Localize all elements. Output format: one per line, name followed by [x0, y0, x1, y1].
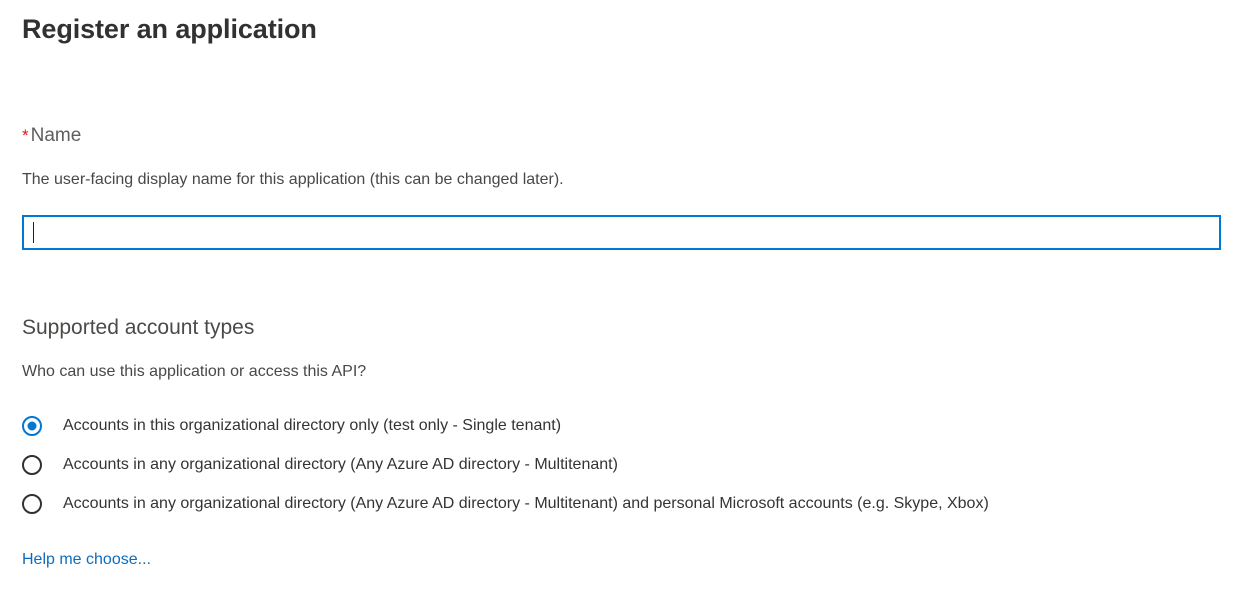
radio-option-multitenant[interactable]: Accounts in any organizational directory…: [22, 445, 1242, 484]
page-title: Register an application: [22, 14, 317, 44]
radio-option-multitenant-and-personal[interactable]: Accounts in any organizational directory…: [22, 484, 1242, 523]
radio-option-label: Accounts in any organizational directory…: [63, 455, 618, 473]
radio-option-single-tenant[interactable]: Accounts in this organizational director…: [22, 406, 1242, 445]
radio-unselected-icon[interactable]: [22, 454, 42, 475]
name-field-label: *Name: [22, 123, 81, 149]
radio-unselected-icon[interactable]: [22, 493, 42, 514]
name-field-description: The user-facing display name for this ap…: [22, 171, 564, 188]
supported-account-types-subtext: Who can use this application or access t…: [22, 363, 367, 380]
help-me-choose-link[interactable]: Help me choose...: [22, 551, 151, 568]
text-cursor: [33, 222, 34, 243]
radio-selected-icon[interactable]: [22, 415, 42, 436]
supported-account-types-radio-group: Accounts in this organizational director…: [22, 406, 1242, 523]
radio-option-label: Accounts in any organizational directory…: [63, 494, 989, 512]
supported-account-types-heading: Supported account types: [22, 316, 255, 339]
radio-option-label: Accounts in this organizational director…: [63, 416, 562, 434]
name-input[interactable]: [22, 215, 1221, 250]
required-asterisk: *: [22, 126, 29, 145]
name-label-text: Name: [30, 125, 82, 146]
